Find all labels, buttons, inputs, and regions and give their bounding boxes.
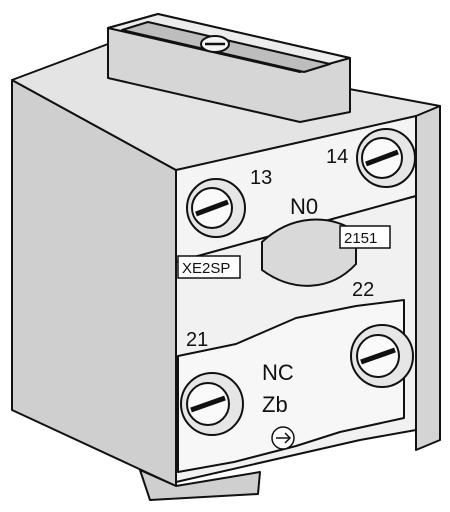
model-code-tag <box>177 255 241 279</box>
lower-contact-type: NC <box>262 360 294 385</box>
housing-foot <box>139 469 261 501</box>
upper-contact-type: N0 <box>290 194 318 219</box>
terminal-screws <box>180 128 416 436</box>
model-code: XE2SP <box>182 260 230 277</box>
plunger-recess <box>261 218 357 287</box>
terminal-14-label: 14 <box>326 146 348 168</box>
terminal-22-label: 22 <box>352 279 374 301</box>
lower-contact-plate <box>177 299 405 473</box>
screw-terminal-icon <box>186 178 246 238</box>
lower-contact-mark: Zb <box>262 392 288 417</box>
part-number: 2151 <box>344 230 377 247</box>
part-number-tag <box>339 225 391 249</box>
screw-terminal-icon <box>356 128 416 188</box>
terminal-21-label: 21 <box>186 329 208 351</box>
housing-right-face <box>415 105 441 451</box>
screw-terminal-icon <box>180 372 244 436</box>
arrow-right-circle-icon <box>271 426 295 450</box>
screw-terminal-icon <box>350 324 414 388</box>
terminal-13-label: 13 <box>250 167 272 189</box>
